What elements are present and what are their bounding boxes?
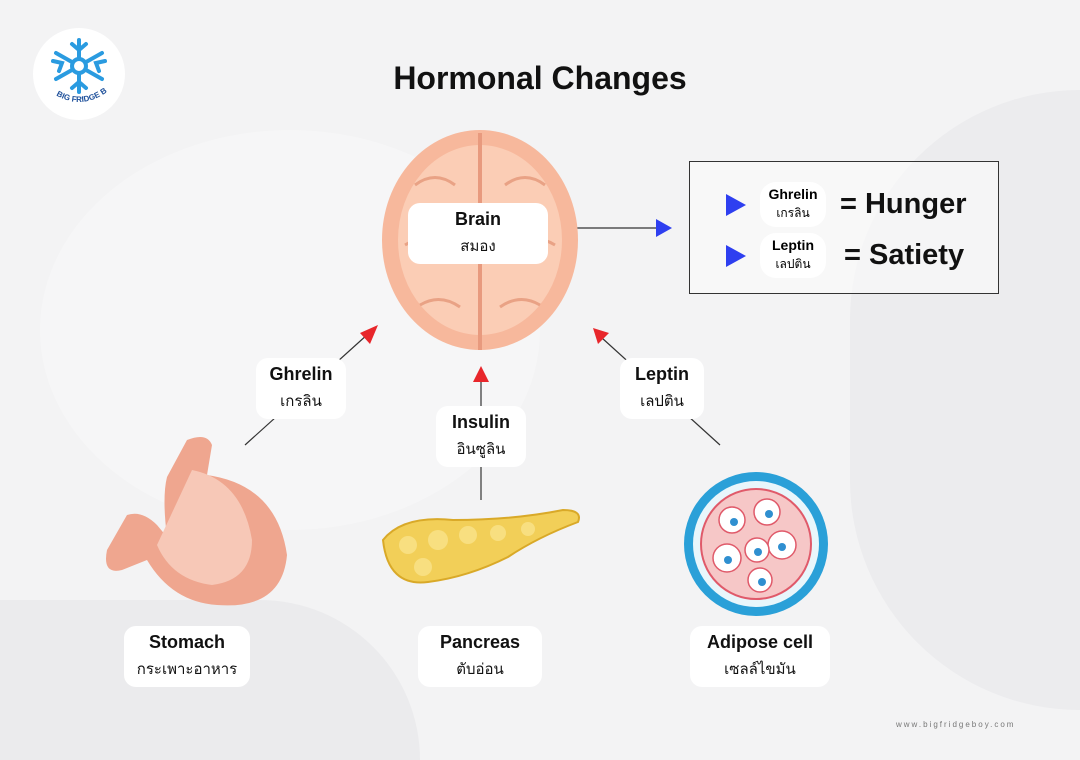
triangle-icon	[726, 244, 746, 267]
hormone-th: เลปติน	[640, 393, 684, 410]
pancreas-image	[381, 508, 580, 584]
hormone-label-leptin: Leptin เลปติน	[620, 358, 704, 419]
legend-meaning: = Satiety	[844, 239, 965, 271]
footer-url: www.bigfridgeboy.com	[896, 720, 1016, 729]
arrow-brain-legend	[656, 219, 672, 237]
brain-label: Brain สมอง	[408, 203, 548, 264]
organ-label-stomach: Stomach กระเพาะอาหาร	[124, 626, 250, 687]
page-title: Hormonal Changes	[393, 60, 687, 96]
organ-th: ตับอ่อน	[456, 661, 504, 678]
arrow-insulin	[473, 366, 489, 382]
legend-th: เลปติน	[775, 257, 811, 271]
legend-en: Ghrelin	[768, 186, 818, 202]
hormone-th: อินซูลิน	[456, 441, 506, 458]
organ-label-pancreas: Pancreas ตับอ่อน	[418, 626, 542, 687]
hormone-en: Insulin	[452, 412, 510, 432]
brain-label-th: สมอง	[460, 238, 496, 255]
organ-en: Stomach	[148, 632, 226, 652]
hormone-en: Leptin	[635, 364, 689, 384]
organ-th: เซลล์ไขมัน	[724, 661, 796, 678]
organ-en: Pancreas	[439, 632, 521, 652]
hormone-en: Ghrelin	[269, 364, 333, 384]
triangle-icon	[726, 193, 746, 216]
adipose-cell-image	[684, 472, 828, 616]
arrow-ghrelin	[360, 325, 378, 344]
stomach-image	[106, 436, 287, 606]
legend-row-leptin: Leptin เลปติน = Satiety	[726, 233, 964, 278]
legend-pill: Ghrelin เกรลิน	[760, 182, 826, 227]
organ-en: Adipose cell	[706, 632, 814, 652]
organ-label-adipose: Adipose cell เซลล์ไขมัน	[690, 626, 830, 687]
arrow-leptin	[593, 328, 609, 344]
legend-th: เกรลิน	[776, 206, 810, 220]
hormone-label-insulin: Insulin อินซูลิน	[436, 406, 526, 467]
logo: BIG FRIDGE BOY	[33, 28, 125, 120]
legend-en: Leptin	[772, 237, 814, 253]
hormone-th: เกรลิน	[280, 393, 322, 410]
legend-box: Ghrelin เกรลิน = Hunger Leptin เลปติน = …	[689, 161, 999, 294]
hormone-label-ghrelin: Ghrelin เกรลิน	[256, 358, 346, 419]
legend-pill: Leptin เลปติน	[760, 233, 826, 278]
legend-row-ghrelin: Ghrelin เกรลิน = Hunger	[726, 182, 967, 227]
brain-label-en: Brain	[454, 209, 501, 229]
organ-th: กระเพาะอาหาร	[136, 661, 238, 678]
snowflake-icon: BIG FRIDGE BOY	[39, 34, 109, 104]
legend-meaning: = Hunger	[840, 188, 967, 220]
